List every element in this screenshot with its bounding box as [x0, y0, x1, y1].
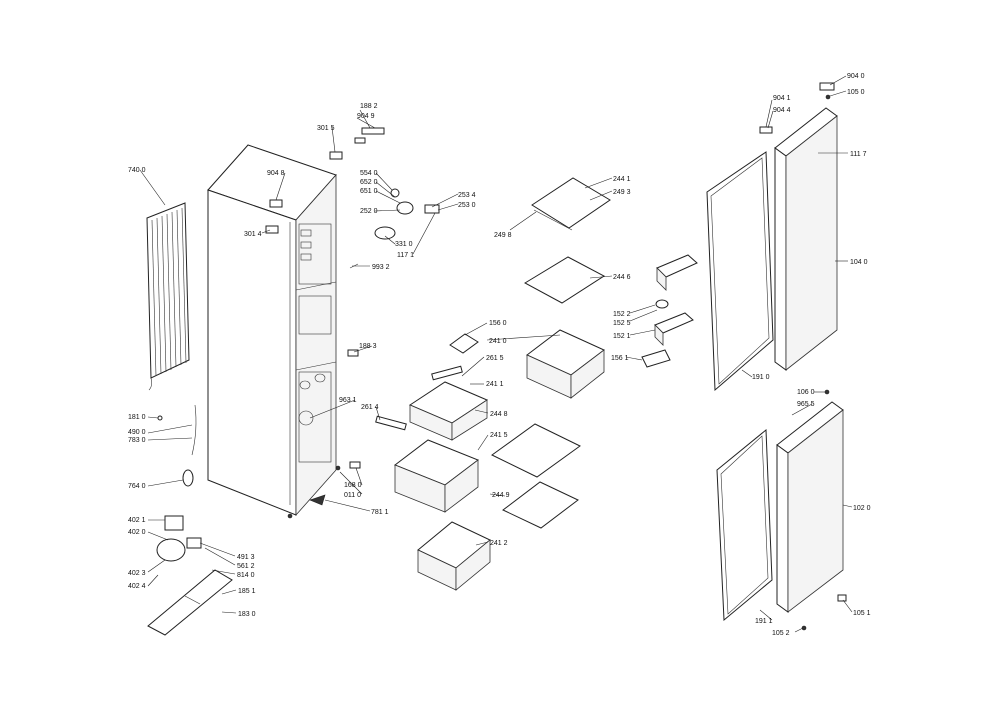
- callout-1117: 111 7: [850, 151, 867, 158]
- hinge-parts-top: [265, 127, 385, 234]
- drawer-2: [375, 365, 489, 441]
- callout-7400: 740 0: [128, 167, 146, 174]
- callout-4913: 491 3: [237, 554, 255, 561]
- callout-6520: 652 0: [360, 179, 378, 186]
- callout-8140: 814 0: [237, 572, 255, 579]
- callout-2411: 241 1: [486, 381, 504, 388]
- cover-part: [449, 333, 479, 354]
- callout-1060: 106 0: [797, 389, 815, 396]
- cabinet-part: [207, 144, 341, 519]
- callout-1882: 188 2: [360, 103, 378, 110]
- callout-3015: 301 5: [317, 125, 335, 132]
- callout-2530: 253 0: [458, 202, 476, 209]
- callout-9631: 963 1: [339, 397, 357, 404]
- callout-0110: 011 0: [344, 492, 361, 499]
- callout-1521: 152 1: [613, 333, 631, 340]
- callout-7640: 764 0: [128, 483, 146, 490]
- lower-gasket-part: [716, 428, 773, 622]
- callout-1040: 104 0: [850, 259, 868, 266]
- callout-1051: 105 1: [853, 610, 871, 617]
- misc-small-parts: [157, 94, 831, 631]
- callout-2441: 244 1: [613, 176, 631, 183]
- callout-1020: 102 0: [853, 505, 871, 512]
- callout-1522: 152 2: [613, 311, 631, 318]
- upper-door-part: [759, 82, 838, 371]
- callout-9044: 904 4: [773, 107, 791, 114]
- callout-2520: 252 0: [360, 208, 378, 215]
- door-bin-top: [656, 254, 698, 291]
- callout-4900: 490 0: [128, 429, 146, 436]
- callout-2410: 241 0: [489, 338, 507, 345]
- callout-2449: 244 9: [492, 492, 510, 499]
- callout-1810: 181 0: [128, 414, 146, 421]
- callout-2498: 249 8: [494, 232, 512, 239]
- callout-5612: 561 2: [237, 563, 255, 570]
- callout-4020: 402 0: [128, 529, 146, 536]
- callout-4024: 402 4: [128, 583, 146, 590]
- drawer-top: [526, 329, 605, 399]
- callout-2446: 244 6: [613, 274, 631, 281]
- drawer-bottom: [417, 521, 491, 591]
- callout-9040: 904 0: [847, 73, 865, 80]
- callout-1851: 185 1: [238, 588, 256, 595]
- callout-3014: 301 4: [244, 231, 262, 238]
- callout-1680: 168 0: [344, 482, 362, 489]
- callout-labels: 740 0 188 2 904 9 301 5 904 8 301 4 554 …: [128, 73, 871, 637]
- callout-1050: 105 0: [847, 89, 865, 96]
- leader-lines: [139, 75, 853, 633]
- callout-2448: 244 8: [490, 411, 508, 418]
- callout-1525: 152 5: [613, 320, 631, 327]
- callout-2412: 241 2: [490, 540, 508, 547]
- door-bin-mid: [654, 299, 694, 346]
- lower-door-part: [776, 401, 847, 613]
- fan-assembly-part: [349, 188, 440, 269]
- callout-6510: 651 0: [360, 188, 378, 195]
- callout-4021: 402 1: [128, 517, 146, 524]
- callout-4023: 402 3: [128, 570, 146, 577]
- upper-gasket-part: [706, 151, 774, 392]
- drawer-3: [393, 439, 480, 513]
- callout-9932: 993 2: [372, 264, 390, 271]
- egg-tray: [641, 349, 671, 368]
- callout-9048: 904 8: [267, 170, 285, 177]
- callout-3310: 331 0: [395, 241, 413, 248]
- callout-1911: 191 1: [755, 618, 773, 625]
- callout-5540: 554 0: [360, 170, 378, 177]
- callout-2493: 249 3: [613, 189, 631, 196]
- callout-9655: 965 5: [797, 401, 815, 408]
- callout-1560: 156 0: [489, 320, 507, 327]
- callout-1910: 191 0: [752, 374, 770, 381]
- callout-1052: 105 2: [772, 630, 790, 637]
- callout-1830: 183 0: [238, 611, 256, 618]
- glass-shelf-3: [491, 423, 581, 478]
- callout-2615: 261 5: [486, 355, 504, 362]
- compressor-part: [147, 515, 233, 636]
- glass-shelf-4: [502, 481, 579, 529]
- callout-2534: 253 4: [458, 192, 476, 199]
- callout-9049: 904 9: [357, 113, 375, 120]
- callout-7830: 783 0: [128, 437, 146, 444]
- callout-2614: 261 4: [361, 404, 379, 411]
- callout-1883: 188 3: [359, 343, 377, 350]
- callout-1561: 156 1: [611, 355, 629, 362]
- callout-2415: 241 5: [490, 432, 508, 439]
- callout-1171: 117 1: [397, 252, 414, 259]
- glass-shelf-top: [531, 177, 611, 231]
- callout-7811: 781 1: [371, 509, 389, 516]
- callout-9041: 904 1: [773, 95, 791, 102]
- glass-shelf-2: [523, 256, 605, 304]
- condenser-part: [146, 202, 190, 391]
